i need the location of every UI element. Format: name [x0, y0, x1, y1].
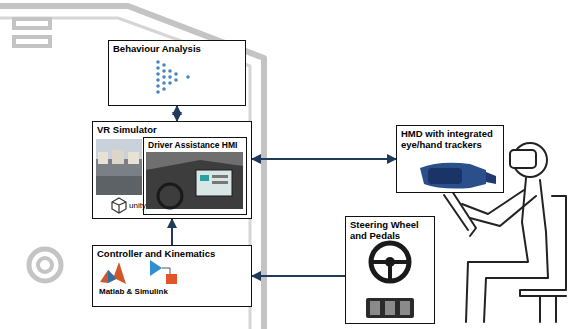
- software-name: unity: [129, 201, 146, 210]
- controller-box: Controller and Kinematics: [92, 245, 252, 307]
- box-title: Driver Assistance HMI: [144, 138, 246, 151]
- hmd-box: HMD with integrated eye/hand trackers: [396, 125, 504, 193]
- vr-scene-screenshot: [96, 139, 142, 195]
- input-device-box: Steering Wheel and Pedals: [345, 216, 435, 324]
- connector-arrow: [252, 158, 396, 160]
- power-button: [38, 258, 52, 272]
- drive-slot: [14, 19, 50, 28]
- power-button: [29, 249, 61, 281]
- box-title: HMD with integrated eye/hand trackers: [397, 126, 503, 151]
- neural-network-icon: [156, 60, 190, 94]
- drive-slot: [14, 37, 50, 46]
- unity-logo: [112, 198, 126, 213]
- box-title: Controller and Kinematics: [93, 246, 251, 260]
- matlab-logo: [100, 262, 126, 284]
- steering-wheel-icon: [366, 243, 414, 318]
- hmd-headset-icon: [420, 163, 496, 189]
- hmi-screenshot: [146, 152, 243, 209]
- box-title: Behaviour Analysis: [109, 41, 245, 55]
- simulink-logo: [150, 260, 177, 284]
- simulator-box: VR SimulatorDriver Assistance HMI: [92, 121, 252, 219]
- box-title: Steering Wheel and Pedals: [346, 217, 434, 242]
- connector-arrow: [252, 275, 345, 277]
- connector-arrow: [171, 219, 173, 245]
- hmi-box: Driver Assistance HMI: [143, 137, 247, 215]
- software-name: Matlab & Simulink: [99, 287, 168, 296]
- computer-tower: [0, 6, 264, 329]
- box-title: VR Simulator: [93, 122, 251, 136]
- connector-arrow: [176, 106, 178, 121]
- analysis-box: Behaviour Analysis: [108, 40, 246, 106]
